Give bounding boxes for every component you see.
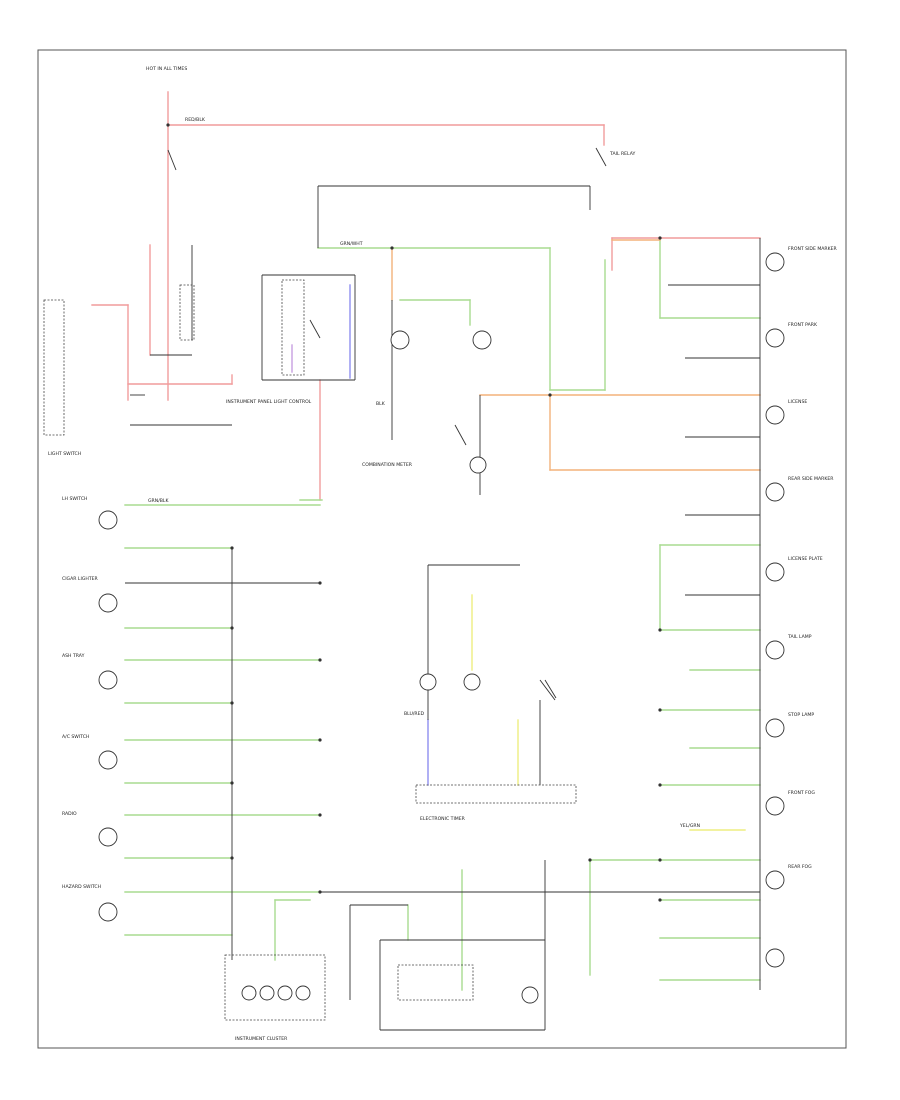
wire-code-4: YEL/GRN <box>679 823 700 829</box>
wire-code-2: GRN/BLK <box>148 498 169 504</box>
label-light-switch: LIGHT SWITCH <box>48 451 81 457</box>
green-wires <box>124 237 761 991</box>
label-right-component-7: FRONT FOG <box>788 790 815 796</box>
wire-code-5: BLU/RED <box>404 711 424 717</box>
label-combination-meter: COMBINATION METER <box>362 462 413 468</box>
label-right-component-6: STOP LAMP <box>788 712 814 718</box>
label-instrument-cluster: INSTRUMENT CLUSTER <box>235 1036 288 1042</box>
diagram-border <box>37 49 847 1049</box>
label-electronic-unit: ELECTRONIC TIMER <box>420 816 466 822</box>
blue-wires <box>349 284 429 786</box>
label-left-component-2: ASH TRAY <box>62 653 85 659</box>
black-wires <box>125 185 761 1031</box>
label-right-component-3: REAR SIDE MARKER <box>788 476 834 482</box>
label-left-component-0: LH SWITCH <box>62 496 88 502</box>
splice-dots <box>166 123 662 902</box>
label-right-component-2: LICENSE <box>788 399 807 405</box>
yellow-wires <box>471 594 746 831</box>
red-wires <box>91 91 761 501</box>
lamp-bulbs <box>98 252 785 1004</box>
label-tail-relay: TAIL RELAY <box>609 151 636 157</box>
wire-code-0: RED/BLK <box>185 117 206 123</box>
label-dimmer: INSTRUMENT PANEL LIGHT CONTROL <box>226 399 312 405</box>
label-left-component-5: HAZARD SWITCH <box>62 884 101 890</box>
orange-wires <box>391 239 761 471</box>
label-left-component-3: A/C SWITCH <box>62 734 89 740</box>
label-right-component-4: LICENSE PLATE <box>788 556 823 562</box>
label-left-component-4: RADIO <box>62 811 77 817</box>
label-top-fuse: HOT IN ALL TIMES <box>146 66 187 72</box>
label-right-component-5: TAIL LAMP <box>787 634 812 640</box>
label-right-component-1: FRONT PARK <box>788 322 818 328</box>
wire-code-1: GRN/WHT <box>340 241 363 247</box>
switch-contacts <box>167 147 607 699</box>
label-right-component-0: FRONT SIDE MARKER <box>788 246 838 252</box>
label-right-component-8: REAR FOG <box>788 864 812 870</box>
connectors <box>43 279 577 1021</box>
diagram-labels: HOT IN ALL TIMES TAIL RELAY LIGHT SWITCH… <box>48 66 838 1042</box>
wire-code-3: BLK <box>376 401 386 407</box>
label-left-component-1: CIGAR LIGHTER <box>62 576 99 582</box>
